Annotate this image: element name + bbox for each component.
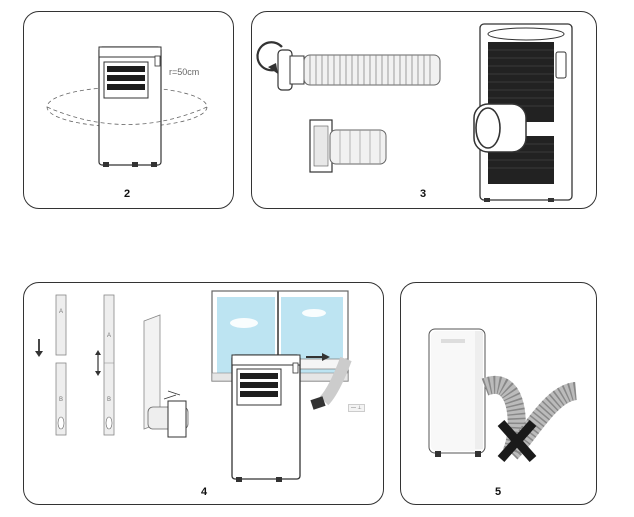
strip2-label-b: B [107,397,112,403]
window-tag: — ⊥ [348,404,365,412]
clearance-radius-label: r=50cm [169,67,200,77]
panel-step-3: 3 [251,11,597,209]
step-number-4: 4 [201,486,208,498]
hose-assembly-illustration [256,23,573,202]
window-kit-illustration [35,290,352,482]
rotate-arrow-icon [256,41,283,72]
strip-label-b: B [59,397,64,403]
exhaust-hose [303,54,441,86]
panel-step-4: A B A B — ⊥ 4 [23,282,384,505]
strip-label-a: A [59,309,64,315]
panel-step-2: r=50cm 2 [23,11,234,209]
panel-step-5: 5 [400,282,597,505]
step-number-5: 5 [495,486,502,498]
hose-bend-warning-illustration [428,328,578,462]
step-number-2: 2 [124,188,131,200]
clearance-illustration [46,46,208,167]
strip2-label-a: A [107,333,112,339]
step-number-3: 3 [420,188,427,200]
cross-icon [497,420,537,462]
